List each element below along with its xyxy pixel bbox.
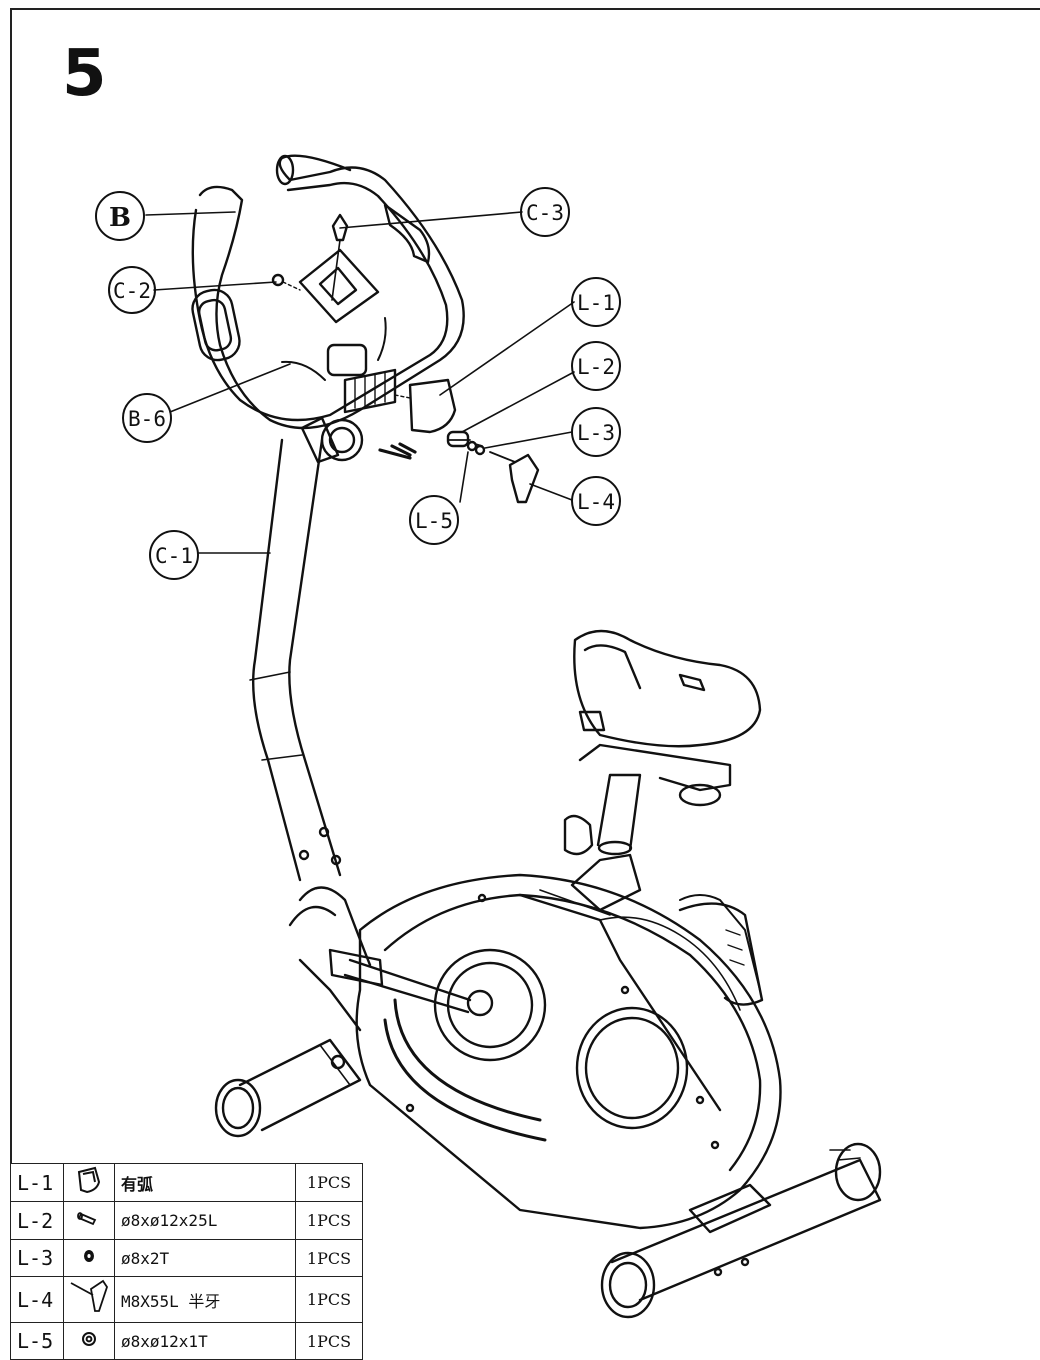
console-plate-drawing (271, 213, 380, 324)
sleeve-icon (63, 1201, 115, 1240)
part-code: L-3 (10, 1239, 64, 1277)
table-row: L-2 ø8xø12x25L 1PCS (10, 1201, 363, 1240)
part-spec: M8X55L 半牙 (114, 1276, 296, 1323)
callout-B: B (109, 203, 131, 233)
part-qty: 1PCS (295, 1276, 363, 1323)
part-spec: ø8x2T (114, 1239, 296, 1277)
leader-lines (145, 211, 575, 554)
callout-C-1: C-1 (155, 544, 193, 568)
t-knob-bolt-icon (63, 1276, 115, 1323)
frame-body-drawing (288, 873, 782, 1230)
part-code: L-2 (10, 1201, 64, 1240)
callout-L-2: L-2 (577, 355, 615, 379)
callout-B-6: B-6 (128, 407, 166, 431)
part-qty: 1PCS (295, 1163, 363, 1202)
parts-table: L-1 有弧 1PCS L-2 ø8xø12x25L 1PCS L-3 ø8x2… (10, 1163, 363, 1360)
callout-L-5: L-5 (415, 509, 453, 533)
part-qty: 1PCS (295, 1201, 363, 1240)
part-code: L-4 (10, 1276, 64, 1323)
part-spec: ø8xø12x25L (114, 1201, 296, 1240)
callout-L-3: L-3 (577, 421, 615, 445)
clamp-icon (63, 1163, 115, 1202)
handlebar-drawing (191, 154, 465, 430)
upright-post-drawing (249, 438, 342, 882)
table-row: L-3 ø8x2T 1PCS (10, 1239, 363, 1277)
washer-icon (63, 1239, 115, 1277)
callout-C-3: C-3 (526, 201, 564, 225)
callout-L-4: L-4 (577, 490, 615, 514)
rear-stabilizer-drawing (405, 1103, 882, 1319)
pedal-drawing (328, 902, 764, 1006)
seat-drawing (563, 629, 762, 912)
table-row: L-1 有弧 1PCS (10, 1163, 363, 1202)
page-border (10, 8, 1040, 1354)
step-number: 5 (62, 37, 107, 111)
clamp-assembly-drawing (281, 317, 540, 504)
part-qty: 1PCS (295, 1239, 363, 1277)
callout-C-2: C-2 (113, 279, 151, 303)
callout-circles (95, 187, 621, 580)
part-spec: 有弧 (114, 1163, 296, 1202)
table-row: L-4 M8X55L 半牙 1PCS (10, 1276, 363, 1323)
part-code: L-1 (10, 1163, 64, 1202)
front-stabilizer-drawing (214, 1038, 362, 1138)
callout-L-1: L-1 (577, 291, 615, 315)
